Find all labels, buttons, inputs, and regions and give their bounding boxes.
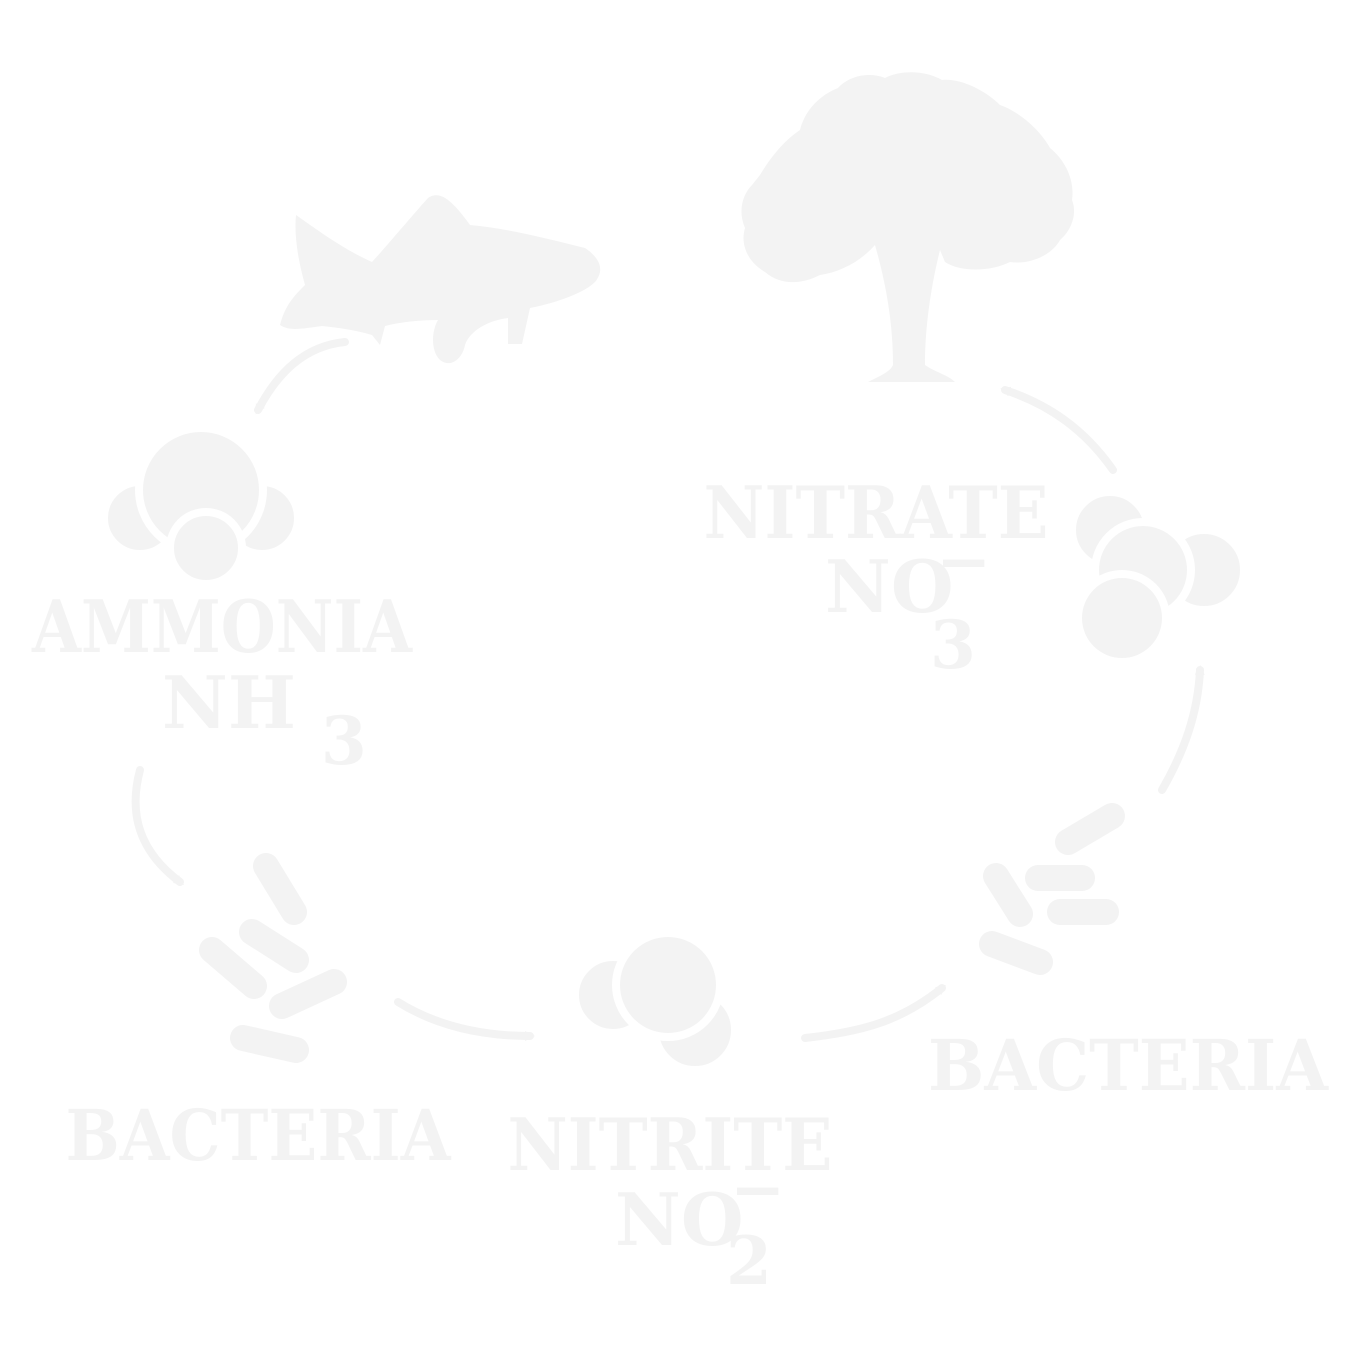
arrow-nitrate-to-plant [1000,386,1117,474]
arrow-ammonia-to-bacteria [131,766,184,886]
nitrite-formula: NO [615,1177,744,1262]
nitrate-molecule-icon [1068,488,1248,666]
bacteria-right-label: BACTERIA [928,1024,1330,1107]
ammonia-formula-sub: 3 [321,702,367,780]
ammonia-formula: NH 3 [162,660,367,780]
labels: AMMONIA NH 3 BACTERIA NITRITE NO 2 − BAC… [31,470,1329,1300]
ammonia-formula-main: NH [162,660,296,745]
nitrite-label: NITRITE [508,1102,833,1187]
arrow-fish-to-ammonia [254,338,349,415]
nitrite-molecule-icon [571,929,739,1074]
arrow-nitrite-to-bacteria [801,984,946,1042]
nitrate-label: NITRATE [704,470,1049,555]
bacteria-right-icon [979,803,1125,975]
arrow-bacteria-to-nitrate [1158,665,1205,794]
nitrate-formula-main: NO [825,544,954,629]
ammonia-molecule-icon [100,424,302,588]
nitrite-formula-main: NO [615,1177,744,1262]
nitrite-formula-charge: − [730,1150,785,1228]
bacteria-left-label: BACTERIA [66,1094,453,1177]
arrow-bacteria-to-nitrite [394,998,535,1041]
nitrite-formula-sub: 2 [726,1222,772,1300]
nitrate-formula-charge: − [936,522,991,600]
fish-icon [280,195,601,364]
tree-icon [741,72,1075,382]
nitrate-formula-sub: 3 [930,606,976,684]
nitrate-formula: NO [825,544,954,629]
bacteria-left-icon [199,853,347,1063]
cycle-arrows [131,338,1205,1042]
ammonia-label: AMMONIA [31,584,413,669]
